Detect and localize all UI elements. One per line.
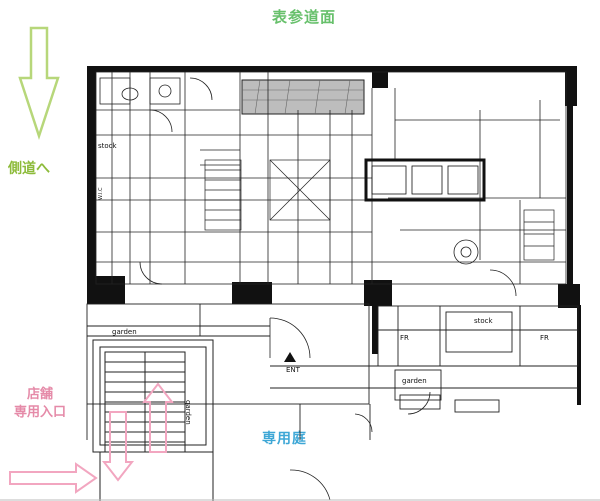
room-label-fr-right: FR [540,334,549,342]
street-label-omotesando: 表参道面 [272,8,337,26]
stair-down-arrow-icon [141,382,175,453]
room-label-wic: W.I.C [98,187,104,200]
outer-walls [87,66,581,405]
private-garden-label: 専用庭 [262,431,307,447]
room-label-stock-left: stock [98,142,118,150]
room-label-garden-right: garden [402,377,427,385]
shelving [204,159,555,261]
room-label-fr-left: FR [400,334,409,342]
stair-up-arrow-icon [101,411,135,482]
side-road-arrow-icon [18,26,60,141]
room-label-garden-left: garden [112,328,137,336]
hatched-counter [241,79,365,115]
shop-entrance-line2: 専用入口 [13,405,66,420]
door-swings [139,239,517,501]
room-label-stock-right: stock [474,317,494,325]
shop-entrance-label: 店舗 専用入口 [2,386,78,422]
plan-lines [95,71,567,285]
entry-marker-icon [284,352,296,362]
shop-entrance-line1: 店舗 [26,387,53,402]
room-label-garden-center: garden [184,400,192,425]
lower-zone [86,303,579,440]
bath-fixtures [99,77,213,133]
room-label-ent: ENT [286,366,301,374]
side-road-label: 側道へ [8,161,50,177]
entrance-arrow-icon [9,462,98,494]
kitchen-counter [364,158,486,202]
